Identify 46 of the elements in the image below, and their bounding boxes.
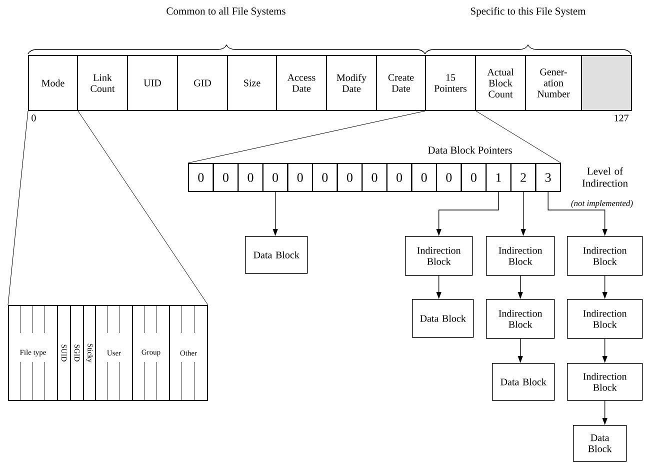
expansion-line (78, 110, 208, 306)
inode-field-cell: Access Date (276, 55, 327, 111)
expansion-line (188, 110, 426, 164)
pointer-cell: 0 (362, 163, 388, 192)
expansion-line (476, 110, 562, 164)
block-box: Indirection Block (486, 236, 555, 276)
expansion-line (8, 110, 28, 306)
block-box: Data Block (573, 424, 627, 462)
pointer-cell: 2 (510, 163, 536, 192)
array-heading: Data Block Pointers (428, 146, 512, 154)
block-box: Indirection Block (567, 299, 643, 339)
group-heading: Common to all File Systems (166, 7, 286, 17)
inode-field-cell: 15 Pointers (425, 55, 476, 111)
block-box: Indirection Block (567, 236, 643, 276)
note: (not implemented) (571, 200, 633, 208)
axis-label: Level of Indirection (582, 167, 628, 187)
block-box: Indirection Block (486, 299, 555, 339)
pointer-cell: 0 (312, 163, 338, 192)
pointer-cell: 1 (486, 163, 512, 192)
pointer-cell: 0 (336, 163, 363, 192)
inode-field-cell: GID (177, 55, 228, 111)
block-box: Indirection Block (567, 362, 643, 401)
pointer-cell: 0 (262, 163, 288, 192)
block-box: Data Block (412, 299, 474, 338)
group-heading: Specific to this File System (470, 7, 586, 17)
inode-field-cell: Modify Date (326, 55, 377, 111)
block-box: Data Block (492, 362, 555, 401)
inode-field-cell: Actual Block Count (475, 55, 526, 111)
pointer-cell: 0 (411, 163, 437, 192)
inode-field-cell: Mode (28, 55, 78, 111)
pointer-cell: 0 (188, 163, 214, 192)
pointer-cell: 0 (212, 163, 239, 192)
pointer-cell: 3 (535, 163, 561, 192)
pointer-cell: 0 (386, 163, 412, 192)
bit-number: 0 (32, 114, 36, 122)
block-box: Data Block (245, 236, 308, 274)
inode-field-cell: Link Count (77, 55, 128, 111)
pointer-cell: 0 (287, 163, 313, 192)
empty-field-cell (581, 55, 632, 111)
pointer-cell: 0 (460, 163, 487, 192)
inode-field-cell: Size (227, 55, 277, 111)
inode-field-cell: UID (127, 55, 178, 111)
pointer-cell: 0 (436, 163, 462, 192)
inode-field-cell: Create Date (376, 55, 426, 111)
pointer-cell: 0 (238, 163, 264, 192)
block-box: Indirection Block (405, 236, 473, 276)
